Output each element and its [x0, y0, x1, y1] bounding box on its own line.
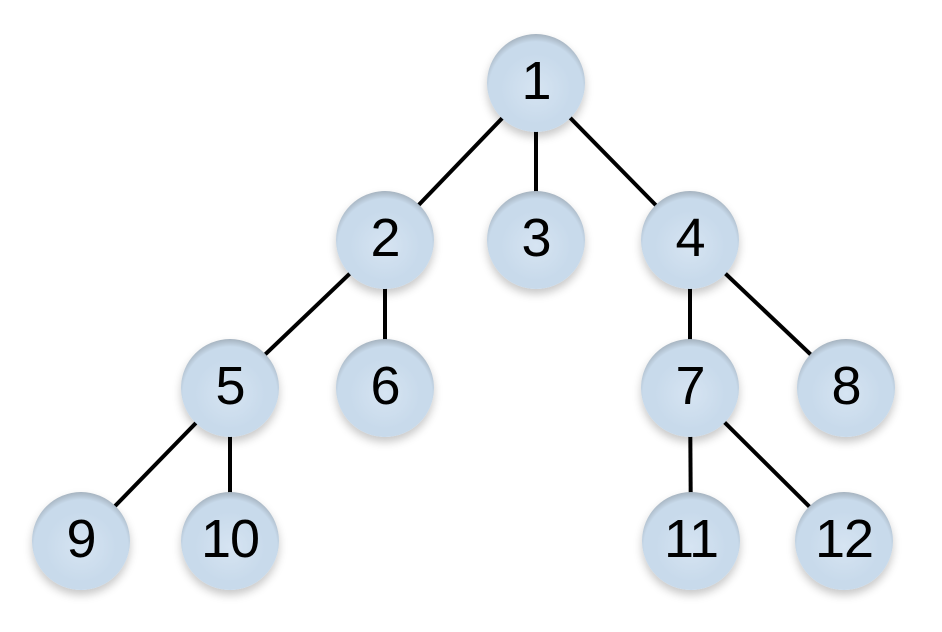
tree-node-label: 3: [521, 208, 551, 268]
tree-node-label: 9: [66, 509, 96, 569]
tree-node-5: 5: [181, 339, 279, 437]
tree-node-6: 6: [336, 339, 434, 437]
tree-node-4: 4: [641, 191, 739, 289]
tree-node-12: 12: [795, 492, 893, 590]
tree-node-10: 10: [181, 492, 279, 590]
tree-node-label: 10: [200, 509, 260, 569]
tree-node-1: 1: [487, 34, 585, 132]
tree-node-label: 1: [521, 51, 551, 111]
tree-node-8: 8: [797, 339, 895, 437]
tree-node-label: 11: [663, 509, 719, 569]
tree-node-label: 8: [831, 356, 861, 416]
tree-node-label: 4: [675, 208, 705, 268]
tree-node-2: 2: [336, 191, 434, 289]
tree-node-9: 9: [32, 492, 130, 590]
tree-node-label: 7: [675, 356, 705, 416]
tree-node-3: 3: [487, 191, 585, 289]
tree-node-11: 11: [642, 492, 740, 590]
tree-node-label: 2: [370, 208, 400, 268]
tree-node-label: 12: [814, 509, 874, 569]
tree-node-label: 5: [215, 356, 245, 416]
tree-node-7: 7: [641, 339, 739, 437]
tree-node-label: 6: [370, 356, 400, 416]
